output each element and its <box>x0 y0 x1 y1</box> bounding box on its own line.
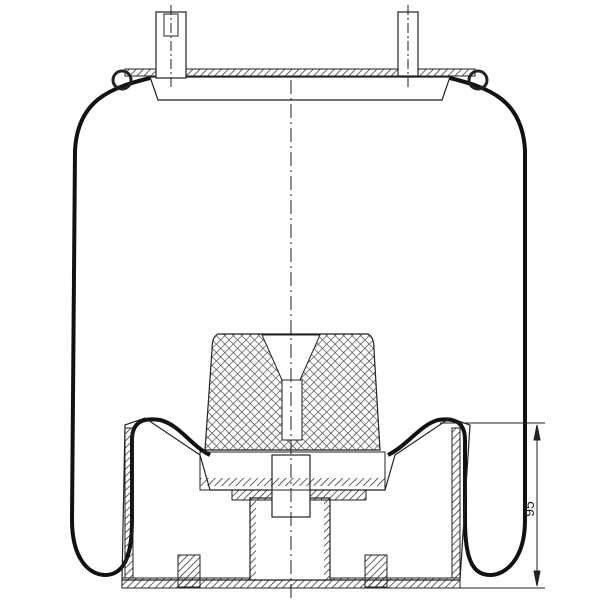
rubber-bumper <box>199 333 386 518</box>
dimension-line <box>440 422 545 589</box>
dimension-label: 95 <box>521 501 537 517</box>
top-plate <box>111 68 489 101</box>
mounting-stud-right <box>397 5 419 90</box>
mounting-stud-left <box>155 5 187 88</box>
bellows-membrane <box>69 76 527 578</box>
